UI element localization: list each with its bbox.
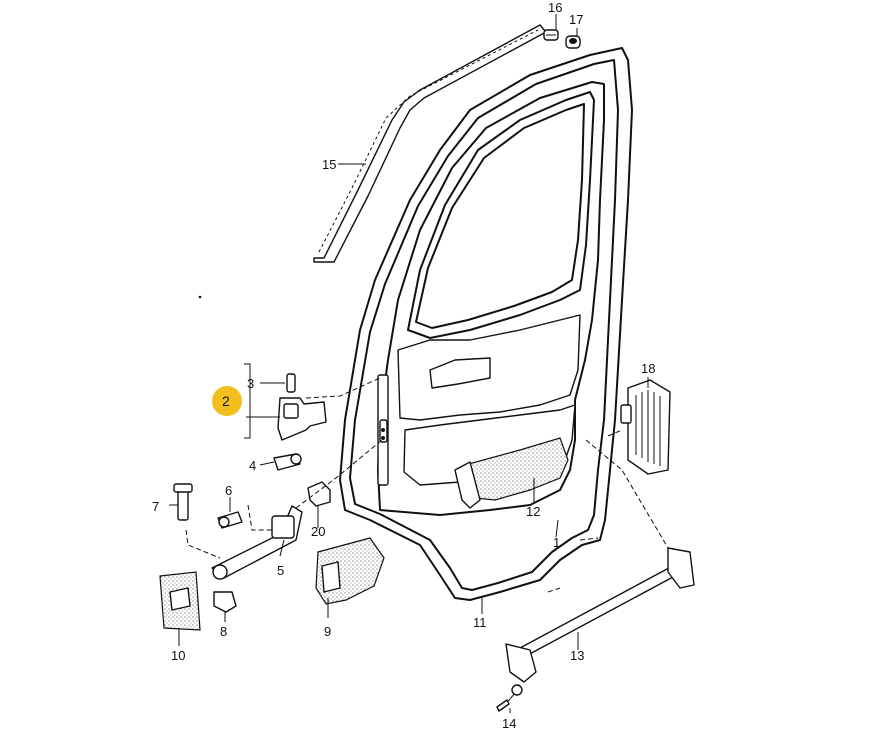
- callout-2: 2: [222, 393, 230, 409]
- callout-12: 12: [526, 504, 540, 519]
- callout-3: 3: [247, 376, 254, 391]
- door-seal: [339, 47, 633, 601]
- leader-lines: [169, 14, 669, 713]
- clip-16: [543, 29, 559, 41]
- vent-grille: [620, 379, 671, 475]
- hinge-assembly: [173, 373, 331, 613]
- callout-1: 1: [553, 535, 560, 550]
- callout-9: 9: [324, 624, 331, 639]
- callout-13: 13: [570, 648, 584, 663]
- callout-4: 4: [249, 458, 256, 473]
- callout-5: 5: [277, 563, 284, 578]
- callout-7: 7: [152, 499, 159, 514]
- callout-20: 20: [311, 524, 325, 539]
- callout-11: 11: [473, 615, 487, 630]
- callout-17: 17: [569, 12, 583, 27]
- window-guide-channel: [313, 24, 547, 263]
- callout-14: 14: [502, 716, 516, 731]
- door-frame: [377, 81, 605, 516]
- clip-17: [565, 35, 581, 49]
- callout-6: 6: [225, 483, 232, 498]
- callout-18: 18: [641, 361, 655, 376]
- pad-10: [159, 571, 201, 631]
- pin-14: [496, 684, 523, 712]
- callout-15: 15: [322, 157, 336, 172]
- callout-2-highlight: [212, 386, 242, 416]
- stray-dot: [198, 295, 202, 299]
- callout-10: 10: [171, 648, 185, 663]
- callout-16: 16: [548, 0, 562, 15]
- callout-8: 8: [220, 624, 227, 639]
- door-strut: [505, 547, 695, 683]
- insulation-9: [315, 537, 385, 605]
